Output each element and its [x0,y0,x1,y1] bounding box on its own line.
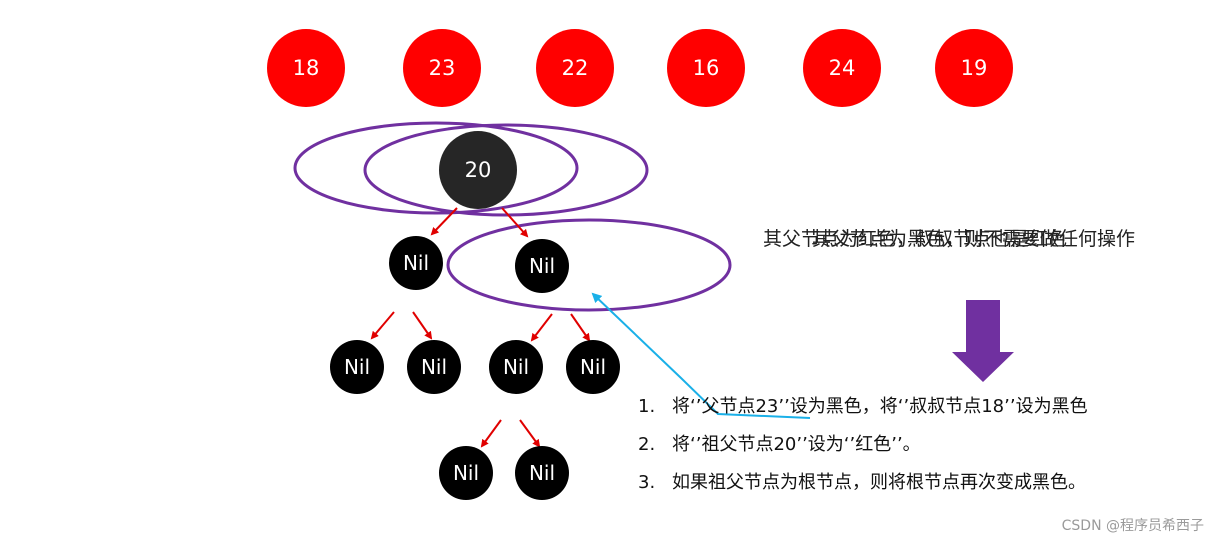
nil-node-label: Nil [529,254,555,278]
root-node-circle [439,131,517,209]
top-node-circle-24 [803,29,881,107]
top-node-circle-22 [536,29,614,107]
edge-arrow [530,313,553,342]
edge-arrow [412,311,433,340]
nil-node-label: Nil [503,355,529,379]
step-number: 3. [638,472,656,493]
highlight-ellipse-right [363,123,649,217]
top-node-label: 22 [562,56,589,80]
side-text-black-parent: 其父节点为黑色，则不需要做任何操作 [812,228,1136,250]
step-number: 1. [638,396,656,417]
side-text-red-parent: 其父节点为红色，叔叔节点也是红色 [763,228,1068,250]
edge-arrow [370,311,395,340]
step-text: 如果祖父节点为根节点，则将根节点再次变成黑色。 [672,472,1086,493]
nil-node-circle [330,340,384,394]
step-text: 将‘’祖父节点20’’设为‘’红色’’。 [672,434,921,455]
nil-node-circle [515,446,569,500]
nil-node-label: Nil [403,251,429,275]
csdn-watermark: CSDN @程序员希西子 [1061,518,1204,534]
top-node-row: 18 23 22 16 24 19 [267,29,1013,107]
nil-node-circle [515,239,569,293]
root-node-label: 20 [465,158,492,182]
highlight-ellipse-nil [446,218,732,312]
down-arrow-icon [952,300,1014,382]
top-node-label: 23 [429,56,456,80]
step-number: 2. [638,434,656,455]
step-item: 3. 如果祖父节点为根节点，则将根节点再次变成黑色。 [638,464,1088,502]
edge-arrow [570,313,591,342]
top-node-circle-23 [403,29,481,107]
nil-node-label: Nil [529,461,555,485]
top-node-label: 18 [293,56,320,80]
edge-arrow [480,419,502,448]
top-node-label: 24 [829,56,856,80]
nil-node-circle [489,340,543,394]
top-node-label: 19 [961,56,988,80]
nil-node-label: Nil [344,355,370,379]
nil-node-circle [389,236,443,290]
nil-node-circle [566,340,620,394]
top-node-circle-18 [267,29,345,107]
edge-arrow [430,207,458,236]
pointer-arrow [591,292,811,419]
highlight-ellipse-left [293,121,579,215]
steps-list: 1. 将‘’父节点23’’设为黑色，将‘’叔叔节点18’’设为黑色 2. 将‘’祖父… [638,388,1088,502]
nil-node-label: Nil [453,461,479,485]
top-node-label: 16 [693,56,720,80]
nil-node-label: Nil [580,355,606,379]
nil-node-label: Nil [421,355,447,379]
step-text: 将‘’父节点23’’设为黑色，将‘’叔叔节点18’’设为黑色 [672,396,1088,417]
step-item: 2. 将‘’祖父节点20’’设为‘’红色’’。 [638,426,1088,464]
nil-node-circle [407,340,461,394]
nil-node-circle [439,446,493,500]
top-node-circle-19 [935,29,1013,107]
edge-arrow [501,207,529,238]
nil-nodes: Nil Nil Nil Nil Nil Nil Nil Nil [330,236,620,500]
edge-arrow [519,419,541,448]
tree-edges [370,207,591,448]
step-item: 1. 将‘’父节点23’’设为黑色，将‘’叔叔节点18’’设为黑色 [638,388,1088,426]
top-node-circle-16 [667,29,745,107]
